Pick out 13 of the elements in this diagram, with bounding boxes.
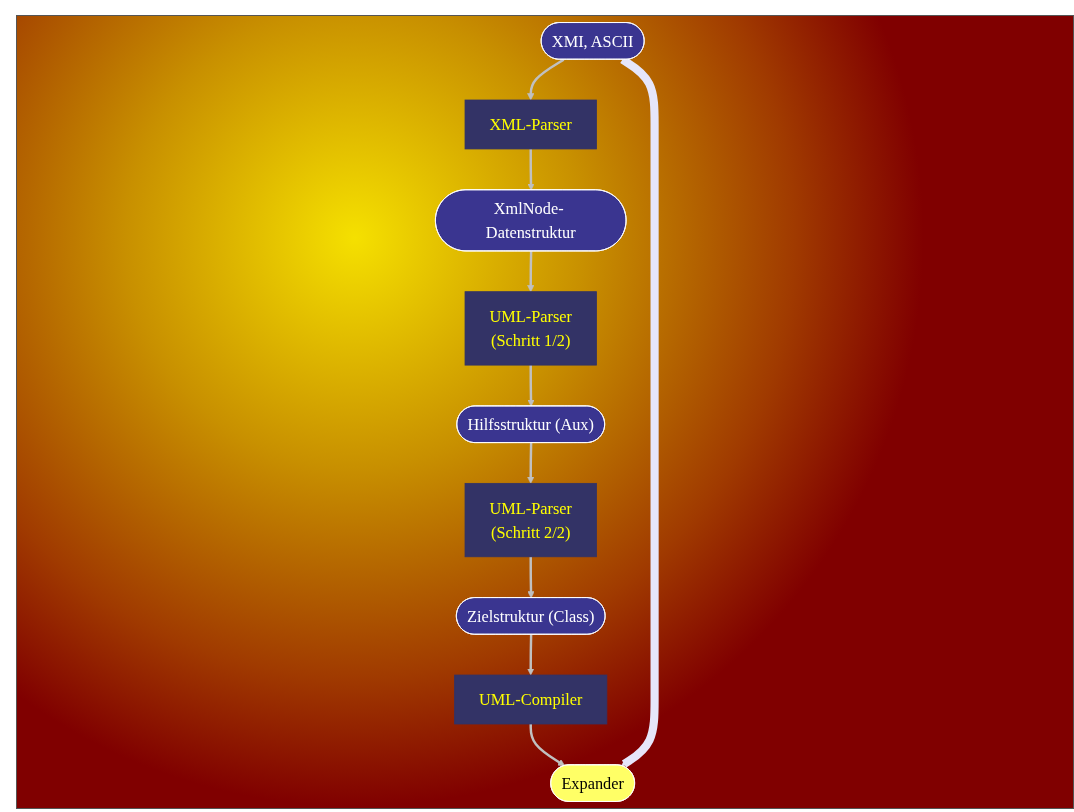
node-box xyxy=(464,291,597,366)
arrow xyxy=(527,58,565,101)
arrow xyxy=(527,365,535,407)
arrow xyxy=(527,148,535,191)
arrow xyxy=(527,251,535,292)
diagram-background: XMI, ASCII XML-Parser XmlNode- Datenstruktur UML-Parser (Schritt 1/2) Hilfsstruktur (Aux) UML-Parser (Schritt 2/2) Zielstruktur (Class) UML-Compiler Expander xyxy=(16,15,1074,809)
arrow xyxy=(527,442,535,484)
arrow xyxy=(527,634,535,676)
arrow xyxy=(529,724,566,767)
node-box xyxy=(454,674,608,725)
arrow xyxy=(527,556,535,599)
node-box xyxy=(464,482,597,558)
node-box xyxy=(464,99,597,150)
